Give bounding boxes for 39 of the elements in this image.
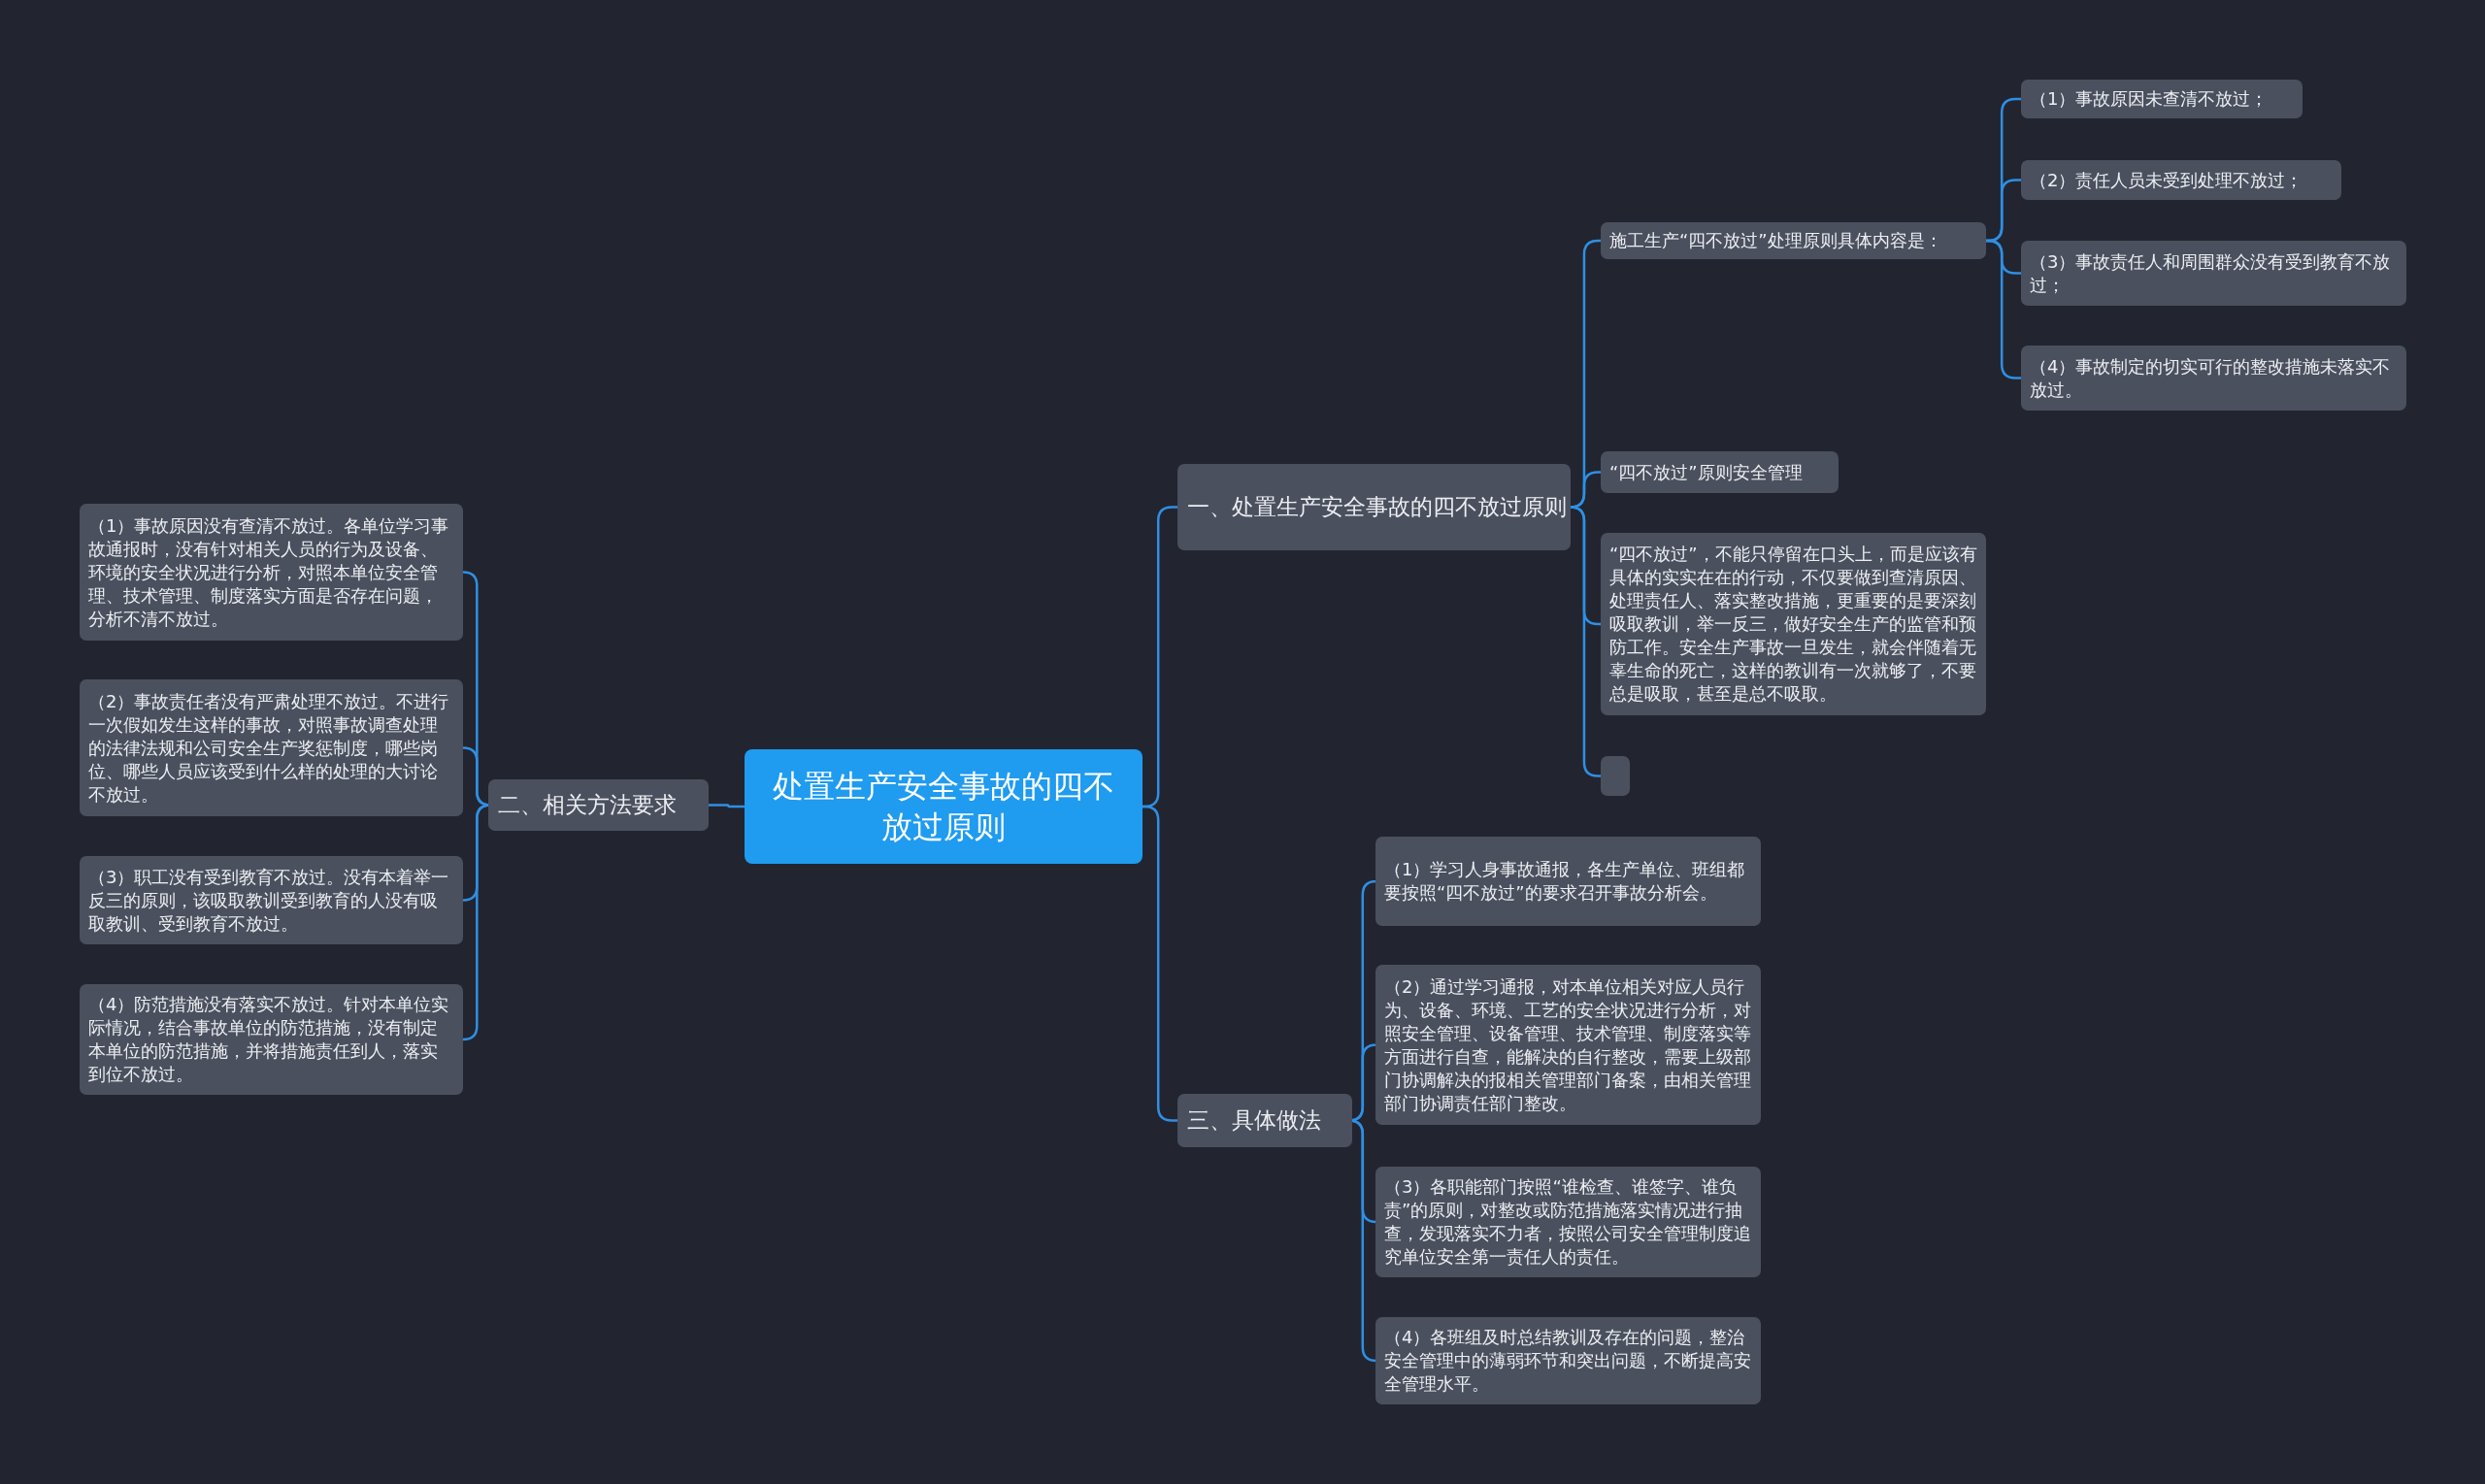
central-topic — [745, 749, 1143, 864]
subtopic-box — [2021, 241, 2406, 306]
subtopic-box — [2021, 80, 2303, 118]
subtopic-box — [1601, 222, 1986, 259]
topic-text: （3）各职能部门按照“谁检查、谁签字、谁负责”的原则，对整改或防范措施落实情况进行抽查，发现落实不力者，按照公司安全管理制度追究单位安全第一责任人的责任。 — [1384, 1175, 1752, 1269]
subtopic-box — [1375, 965, 1761, 1125]
topic-text: （1）事故原因未查清不放过； — [2030, 87, 2269, 111]
subtopic-box — [1601, 451, 1839, 493]
topic-text: （4）各班组及时总结教训及存在的问题，整治安全管理中的薄弱环节和突出问题，不断提高安全管理水平。 — [1384, 1326, 1752, 1396]
empty-topic-box — [1601, 756, 1630, 796]
topic-text: 三、具体做法 — [1187, 1106, 1321, 1135]
topic-text: （1）学习人身事故通报，各生产单位、班组都要按照“四不放过”的要求召开事故分析会。 — [1384, 858, 1746, 905]
branch-topic — [488, 779, 709, 831]
topic-text: 二、相关方法要求 — [498, 791, 677, 819]
topic-text: 一、处置生产安全事故的四不放过原则 — [1187, 493, 1567, 521]
subtopic-box — [80, 504, 463, 641]
subtopic-box — [80, 679, 463, 816]
subtopic-box — [1375, 837, 1761, 926]
topic-text: 施工生产“四不放过”处理原则具体内容是： — [1609, 229, 1942, 252]
topic-text: （4）防范措施没有落实不放过。针对本单位实际情况，结合事故单位的防范措施，没有制定本单位的防范措施，并将措施责任到人，落实到位不放过。 — [88, 993, 450, 1086]
topic-text: （2）通过学习通报，对本单位相关对应人员行为、设备、环境、工艺的安全状况进行分析，对照安全管理、设备管理、技术管理、制度落实等方面进行自查，能解决的自行整改，需要上级部门协调解决的报相关管理部门备案，由相关管理部门协调责任部门整改。 — [1384, 974, 1752, 1115]
subtopic-box — [80, 856, 463, 944]
topic-text: 处置生产安全事故的四不放过原则 — [772, 767, 1115, 847]
connector-line — [709, 804, 745, 808]
subtopic-box — [2021, 346, 2406, 411]
subtopic-box — [1375, 1317, 1761, 1404]
topic-text: （1）事故原因没有查清不放过。各单位学习事故通报时，没有针对相关人员的行为及设备、环境的安全状况进行分析，对照本单位安全管理、技术管理、制度落实方面是否存在问题，分析不清不放过。 — [88, 513, 450, 631]
topic-text: “四不放过”，不能只停留在口头上，而是应该有具体的实实在在的行动，不仅要做到查清原因、处理责任人、落实整改措施，更重要的是要深刻吸取教训，举一反三，做好安全生产的监管和预防工作。安全生产事故一旦发生，就会伴随着无辜生命的死亡，这样的教训有一次就够了，不要总是吸取，甚至是总不吸取。 — [1609, 543, 1977, 706]
topic-text: （2）事故责任者没有严肃处理不放过。不进行一次假如发生这样的事故，对照事故调查处理的法律法规和公司安全生产奖惩制度，哪些岗位、哪些人员应该受到什么样的处理的大讨论不放过。 — [88, 689, 450, 807]
branch-topic — [1177, 1094, 1352, 1147]
subtopic-box — [2021, 160, 2341, 200]
subtopic-box — [80, 984, 463, 1095]
topic-text: （3）事故责任人和周围群众没有受到教育不放过； — [2030, 249, 2392, 297]
branch-topic — [1177, 464, 1571, 550]
topic-text: （3）职工没有受到教育不放过。没有本着举一反三的原则，该吸取教训受到教育的人没有吸取教训、受到教育不放过。 — [88, 865, 450, 936]
topic-text: （4）事故制定的切实可行的整改措施未落实不放过。 — [2030, 354, 2392, 402]
topic-text: “四不放过”原则安全管理 — [1609, 460, 1803, 484]
subtopic-box — [1375, 1167, 1761, 1277]
topic-text: （2）责任人员未受到处理不放过； — [2030, 168, 2303, 192]
